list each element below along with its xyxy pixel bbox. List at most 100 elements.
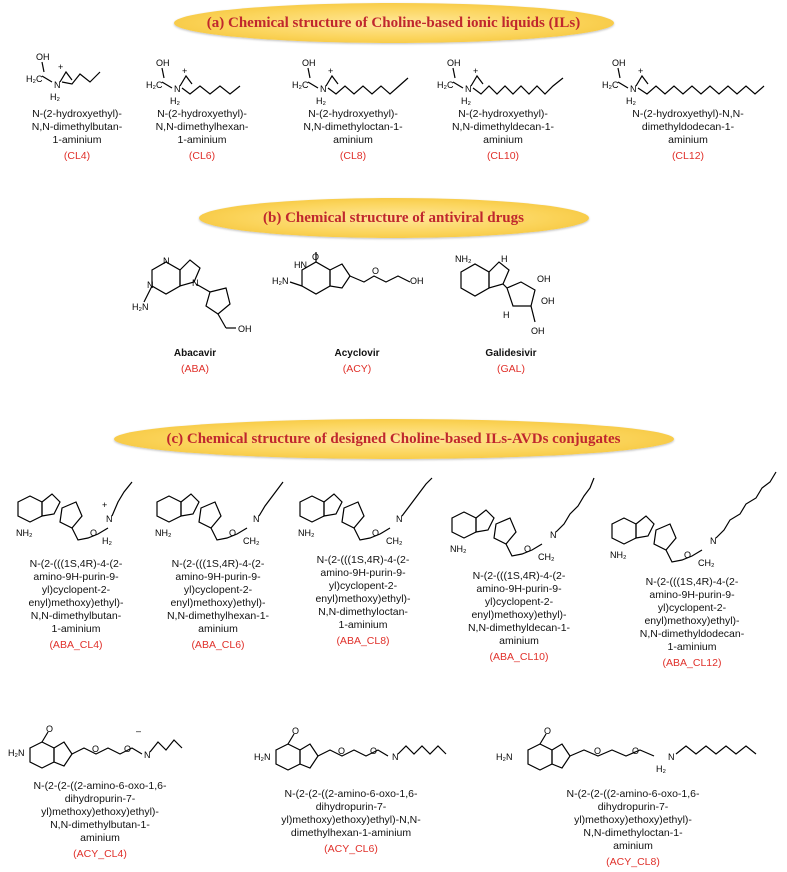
h2-label: H₂ (626, 96, 636, 106)
il-cl6: OH H₂C N + H₂ N-(2-hydroxyethyl)- N,N-di… (132, 56, 272, 163)
conj-name: N-(2-(2-((2-amino-6-oxo-1,6- dihydropuri… (33, 780, 167, 844)
n-label: N (320, 84, 327, 94)
cl12-structure: OH H₂C N + H₂ (602, 58, 765, 106)
n-label: N (392, 752, 399, 762)
oh-label: OH (447, 58, 461, 68)
conj-name: N-(2-(((1S,4R)-4-(2- amino-9H-purin-9- y… (315, 554, 411, 631)
o-label: O (312, 252, 319, 262)
o-label: O (372, 266, 379, 276)
conj-aba-cl8: NH₂ O CH₂ N N-(2-(((1S,4R)-4-(2- amino-9… (288, 474, 438, 648)
h2n-label: H₂N (132, 302, 149, 312)
il-code: (CL6) (188, 150, 216, 162)
section-a-banner: (a) Chemical structure of Choline-based … (173, 3, 614, 43)
nh2-label: NH₂ (155, 528, 172, 538)
cl8-structure: OH H₂C N + H₂ (292, 58, 409, 106)
conj-code: (ABA_CL10) (489, 651, 549, 663)
h2n-label: H₂N (272, 276, 289, 286)
galidesivir-structure: NH₂ H OH OH H OH (455, 254, 555, 336)
oh-label: OH (541, 296, 555, 306)
h2-label: H₂ (102, 536, 112, 546)
oh-label: OH (156, 58, 170, 68)
conj-acy-cl8: O H₂N O O H₂ N N-(2-(2-((2-amino-6-oxo-1… (488, 722, 778, 869)
conj-aba-cl4: NH₂ O N + H₂ N-(2-(((1S,4R)-4-(2- amino-… (0, 478, 152, 652)
conj-code: (ACY_CL6) (324, 843, 378, 855)
aba-cl4-structure: NH₂ O N + H₂ (16, 481, 133, 546)
conj-aba-cl10: NH₂ O CH₂ N N-(2-(((1S,4R)-4-(2- amino-9… (440, 474, 598, 664)
il-name: N-(2-hydroxyethyl)-N,N- dimethyldodecan-… (632, 108, 744, 146)
aba-cl10-structure: NH₂ O CH₂ N (450, 477, 595, 562)
n-label: N (106, 514, 113, 524)
drug-acyclovir: O HN H₂N OH O Acyclovir (ACY) (272, 252, 442, 376)
o-label: O (124, 744, 131, 754)
plus-label: + (473, 66, 478, 76)
conj-name: N-(2-(((1S,4R)-4-(2- amino-9H-purin-9- y… (166, 558, 270, 635)
o-label: O (524, 544, 531, 554)
n-label: N (465, 84, 472, 94)
h2n-label: H₂N (8, 748, 25, 758)
n-label: N (550, 530, 557, 540)
conj-code: (ABA_CL4) (49, 639, 103, 651)
section-c-banner: (c) Chemical structure of designed Choli… (113, 419, 674, 459)
n-label: N (192, 278, 199, 288)
conj-code: (ACY_CL8) (606, 856, 660, 868)
nh2-label: NH₂ (610, 550, 627, 560)
ch2-label: CH₂ (386, 536, 403, 546)
aba-cl12-structure: NH₂ O CH₂ N (610, 471, 777, 568)
cl10-structure: OH H₂C N + H₂ (437, 58, 564, 106)
drug-abacavir: N N N H₂N OH Abacavir (ABA) (120, 252, 270, 376)
oh-label: OH (612, 58, 626, 68)
h2c-label: H₂C (292, 80, 309, 90)
n-label: N (710, 536, 717, 546)
cl4-structure: OH H₂C N + H₂ (26, 52, 101, 102)
drug-code: (ABA) (180, 363, 209, 375)
il-name: N-(2-hydroxyethyl)- N,N-dimethyldecan-1-… (451, 108, 555, 146)
h2c-label: H₂C (437, 80, 454, 90)
drug-code: (GAL) (496, 363, 525, 375)
conj-code: (ABA_CL8) (336, 635, 390, 647)
il-code: (CL4) (63, 150, 91, 162)
plus-label: + (58, 62, 63, 72)
conj-name: N-(2-(((1S,4R)-4-(2- amino-9H-purin-9- y… (467, 570, 571, 647)
plus-label: + (102, 500, 107, 510)
h2c-label: H₂C (602, 80, 619, 90)
il-code: (CL8) (339, 150, 367, 162)
nh2-label: NH₂ (450, 544, 467, 554)
conj-code: (ABA_CL6) (191, 639, 245, 651)
h2-label: H₂ (50, 92, 60, 102)
il-cl4: OH H₂C N + H₂ N-(2-hydroxyethyl)- N,N-di… (2, 48, 152, 163)
drug-code: (ACY) (342, 363, 372, 375)
il-cl10: OH H₂C N + H₂ N-(2-hydroxyethyl)- N,N-di… (428, 56, 578, 163)
o-label: O (92, 744, 99, 754)
h2-label: H₂ (656, 764, 666, 774)
n-label: N (253, 514, 260, 524)
n-label: N (630, 84, 637, 94)
drug-name: Galidesivir (485, 348, 537, 359)
oh-label: OH (238, 324, 252, 334)
nh2-label: NH₂ (455, 254, 472, 264)
o-label: O (46, 724, 53, 734)
h2-label: H₂ (170, 96, 180, 106)
aba-cl8-structure: NH₂ O CH₂ N (298, 477, 433, 546)
oh-label: OH (537, 274, 551, 284)
acy-cl4-structure: O H₂N O O – N (8, 724, 183, 769)
h2c-label: H₂C (146, 80, 163, 90)
drug-galidesivir: NH₂ H OH OH H OH Galidesivir (GAL) (446, 252, 576, 376)
h2n-label: H₂N (496, 752, 513, 762)
hn-label: HN (294, 260, 307, 270)
n-label: N (668, 752, 675, 762)
h2-label: H₂ (461, 96, 471, 106)
n-label: N (163, 256, 170, 266)
abacavir-structure: N N N H₂N OH (132, 256, 252, 334)
conj-name: N-(2-(((1S,4R)-4-(2- amino-9H-purin-9- y… (639, 576, 745, 653)
il-cl8: OH H₂C N + H₂ N-(2-hydroxyethyl)- N,N-di… (278, 56, 428, 163)
minus-label: – (136, 726, 141, 736)
h2n-label: H₂N (254, 752, 271, 762)
n-label: N (147, 280, 154, 290)
o-label: O (292, 726, 299, 736)
conj-acy-cl4: O H₂N O O – N N-(2-(2-((2-amino-6-oxo-1,… (0, 724, 200, 861)
acy-cl6-structure: O H₂N O O N (254, 726, 447, 771)
il-code: (CL12) (671, 150, 705, 162)
acyclovir-structure: O HN H₂N OH O (272, 252, 424, 295)
o-label: O (544, 726, 551, 736)
o-label: O (594, 746, 601, 756)
